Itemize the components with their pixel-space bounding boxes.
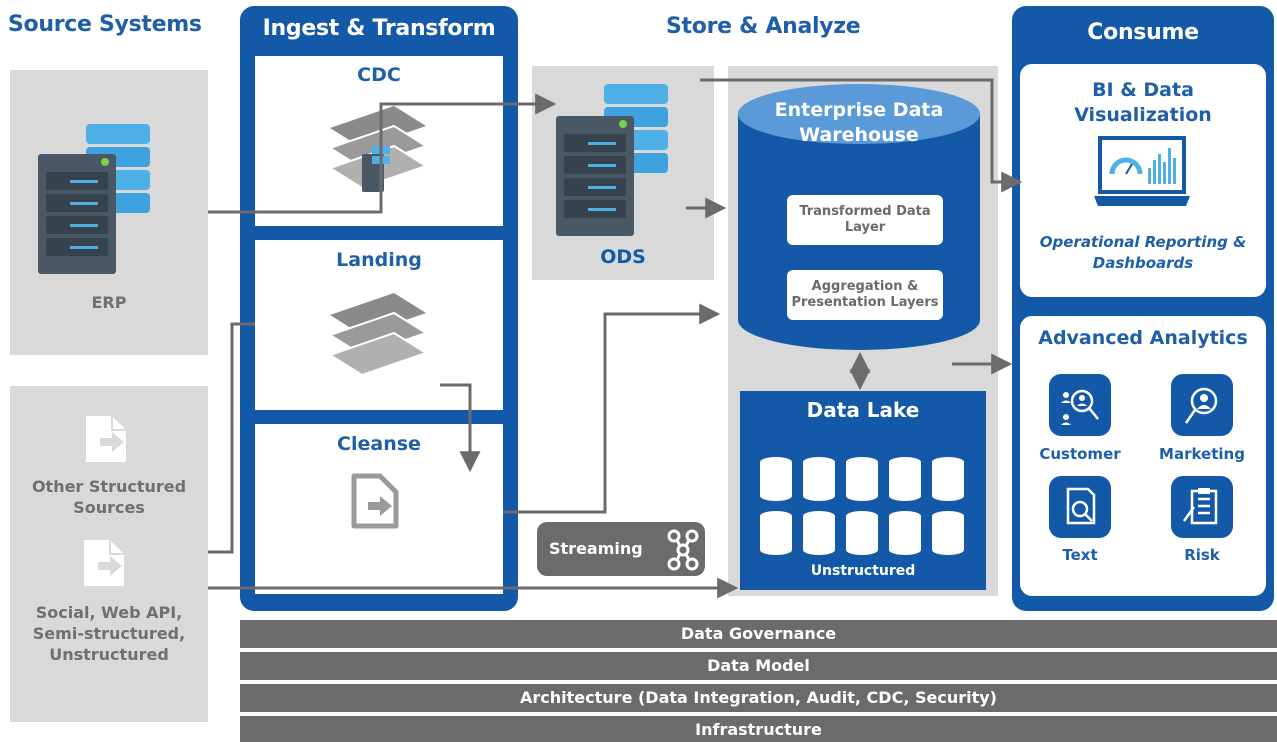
- bi-title: BI & Data Visualization: [1074, 79, 1212, 126]
- customer-tile[interactable]: [1049, 374, 1111, 436]
- risk-tile[interactable]: [1171, 476, 1233, 538]
- streaming-label: Streaming: [549, 539, 643, 558]
- network-icon: [667, 529, 699, 571]
- other-sources-label: Other Structured Sources: [31, 477, 187, 517]
- risk-label: Risk: [1184, 546, 1220, 564]
- ods-server-icon: [556, 84, 668, 236]
- transformed-layer-box: Transformed Data Layer: [787, 195, 943, 245]
- cleanse-title: Cleanse: [337, 433, 421, 455]
- source-systems-header: Source Systems: [8, 12, 202, 37]
- document-icon: [86, 416, 126, 462]
- advanced-analytics-title: Advanced Analytics: [1038, 327, 1248, 349]
- advanced-analytics-card: [1020, 316, 1266, 596]
- database-grid-icon: [760, 457, 964, 555]
- aggregation-layer-box: Aggregation & Presentation Layers: [787, 270, 943, 320]
- architecture-band: Architecture (Data Integration, Audit, C…: [240, 684, 1277, 712]
- data-lake-caption: Unstructured: [810, 563, 916, 579]
- erp-label: ERP: [91, 293, 127, 312]
- dashboard-monitor-icon: [1094, 136, 1190, 206]
- infrastructure-band: Infrastructure: [240, 716, 1277, 742]
- risk-clipboard-icon: [1182, 488, 1218, 525]
- customer-icon: [1061, 389, 1099, 425]
- text-search-icon: [1066, 487, 1096, 525]
- customer-label: Customer: [1039, 445, 1121, 463]
- data-lake-title: Data Lake: [806, 398, 920, 422]
- data-model-band: Data Model: [240, 652, 1277, 680]
- ods-label: ODS: [600, 246, 646, 268]
- layers-icon: [327, 293, 429, 377]
- text-tile[interactable]: [1049, 476, 1111, 538]
- marketing-tile[interactable]: [1171, 374, 1233, 436]
- bi-caption: Operational Reporting & Dashboards: [1039, 233, 1247, 272]
- marketing-label: Marketing: [1159, 445, 1245, 463]
- consume-header: Consume: [1087, 20, 1199, 45]
- landing-title: Landing: [336, 249, 422, 271]
- data-governance-band: Data Governance: [240, 620, 1277, 648]
- edw-title: Enterprise Data Warehouse: [774, 99, 944, 146]
- document-icon: [84, 540, 124, 586]
- document-icon: [351, 473, 399, 529]
- text-label: Text: [1062, 546, 1098, 564]
- store-analyze-header: Store & Analyze: [666, 14, 861, 39]
- cdc-title: CDC: [357, 64, 401, 86]
- marketing-icon: [1184, 387, 1218, 424]
- ingest-transform-header: Ingest & Transform: [262, 16, 496, 41]
- erp-server-icon: [38, 124, 150, 274]
- social-sources-label: Social, Web API, Semi-structured, Unstru…: [32, 603, 186, 664]
